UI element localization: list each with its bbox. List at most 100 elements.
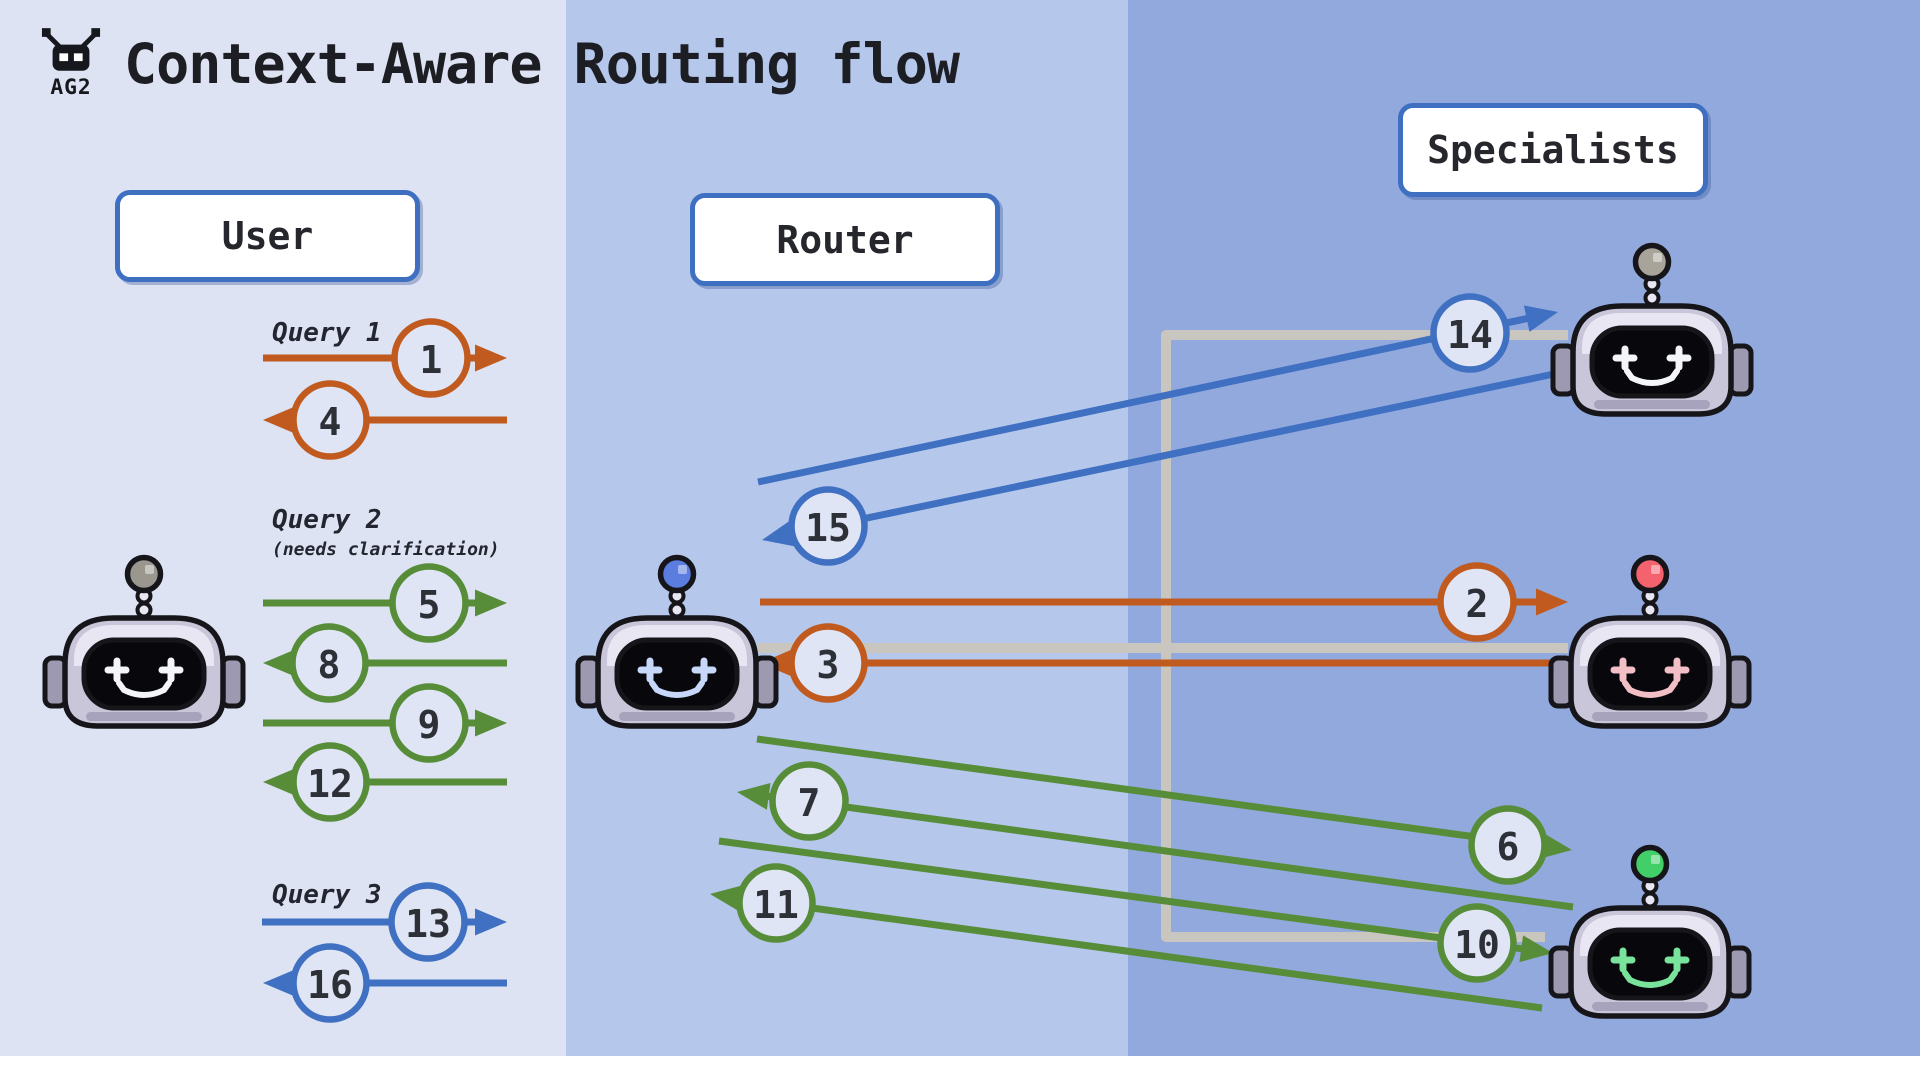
arrow-14-line [757, 313, 1536, 486]
message-step-badge-12 [290, 742, 370, 822]
specialist-robot-middle-antenna [1630, 554, 1670, 594]
arrow-16-head [263, 969, 295, 997]
arrow-15-head [762, 520, 797, 547]
arrow-11: 11 [710, 863, 1543, 1012]
arrow-13-head [475, 908, 507, 936]
message-step-number-10: 10 [1454, 923, 1500, 967]
specialist-robot-bottom-antenna [1630, 844, 1670, 884]
message-step-number-3: 3 [817, 643, 840, 687]
message-step-number-8: 8 [318, 643, 341, 687]
router-robot-icon [575, 554, 779, 729]
query-3-label: Query 3 [272, 880, 382, 910]
user-robot-antenna [124, 554, 164, 594]
router-robot-antenna [657, 554, 697, 594]
arrow-7: 7 [737, 761, 1574, 911]
user-robot-icon [42, 554, 246, 729]
query-3-block: Query 3 [272, 880, 382, 910]
specialists-lane-label: Specialists [1427, 128, 1679, 172]
message-step-number-12: 12 [307, 762, 353, 806]
message-step-number-7: 7 [798, 781, 821, 825]
arrow-1: 1 [263, 318, 507, 398]
message-step-number-13: 13 [405, 902, 451, 946]
arrow-5-head [475, 589, 507, 617]
arrow-14-head [1523, 305, 1558, 332]
message-step-badge-8 [289, 623, 369, 703]
router-lane-label-box: Router [690, 193, 1000, 286]
arrow-14: 14 [757, 293, 1558, 486]
message-step-badge-10 [1437, 903, 1517, 983]
message-step-number-2: 2 [1466, 582, 1489, 626]
arrow-10-line [718, 837, 1530, 954]
user-lane-label-box: User [115, 190, 420, 282]
query-2-label: Query 2 [272, 505, 382, 535]
context-connector-lines [757, 330, 1568, 942]
arrow-6-line [756, 735, 1549, 851]
message-step-number-6: 6 [1497, 825, 1520, 869]
message-step-badge-1 [391, 318, 471, 398]
arrow-12-head [263, 768, 295, 796]
page-title: Context-Aware Routing flow [124, 32, 960, 96]
user-lane-label: User [221, 214, 314, 258]
arrow-7-head [737, 782, 771, 810]
message-step-number-1: 1 [420, 338, 443, 382]
message-step-number-9: 9 [418, 703, 441, 747]
arrow-15: 15 [762, 366, 1574, 566]
specialist-robot-top-icon [1550, 242, 1754, 417]
message-step-badge-5 [389, 563, 469, 643]
arrow-13: 13 [262, 882, 507, 962]
arrow-2: 2 [760, 562, 1568, 642]
query-2-note: (needs clarification) [272, 539, 500, 560]
message-step-badge-13 [388, 882, 468, 962]
message-step-badge-15 [788, 486, 868, 566]
query-2-block: Query 2 (needs clarification) [272, 505, 500, 560]
message-step-badge-7 [769, 761, 849, 841]
arrow-10: 10 [718, 837, 1553, 983]
arrow-16: 16 [263, 943, 507, 1023]
arrow-3: 3 [760, 623, 1573, 703]
message-step-number-11: 11 [753, 883, 799, 927]
arrow-8-head [263, 649, 295, 677]
ag2-logo-text: AG2 [50, 75, 91, 100]
arrow-9-head [475, 709, 507, 737]
message-step-number-5: 5 [418, 583, 441, 627]
context-connector-0 [1161, 330, 1568, 942]
specialist-robot-top-antenna [1632, 242, 1672, 282]
arrow-2-head [1536, 588, 1568, 616]
bottom-margin-strip [0, 1056, 1920, 1080]
message-step-badge-2 [1437, 562, 1517, 642]
message-step-badge-4 [290, 380, 370, 460]
specialists-lane-label-box: Specialists [1398, 103, 1708, 197]
specialist-robot-bottom-icon [1548, 844, 1752, 1019]
arrow-5: 5 [263, 563, 507, 643]
arrow-1-head [475, 344, 507, 372]
arrow-15-line [784, 366, 1574, 539]
arrow-10-head [1519, 935, 1553, 963]
query-1-label: Query 1 [272, 318, 382, 348]
router-lane-label: Router [776, 217, 914, 262]
arrow-11-head [710, 884, 744, 912]
message-step-badge-16 [290, 943, 370, 1023]
arrow-8: 8 [263, 623, 507, 703]
query-1-block: Query 1 [272, 318, 382, 348]
arrow-7-line [760, 791, 1574, 911]
arrow-6: 6 [756, 735, 1572, 885]
arrow-12: 12 [263, 742, 507, 822]
message-step-number-15: 15 [805, 506, 851, 550]
user-lane-background [0, 0, 566, 1080]
message-step-badge-14 [1430, 293, 1510, 373]
ag2-logo-icon: AG2 [41, 28, 101, 100]
message-step-badge-3 [788, 623, 868, 703]
arrow-4: 4 [263, 380, 507, 460]
message-step-badge-9 [389, 683, 469, 763]
specialist-robot-middle-icon [1548, 554, 1752, 729]
message-step-number-16: 16 [307, 963, 353, 1007]
arrow-9: 9 [263, 683, 507, 763]
message-step-number-14: 14 [1447, 313, 1493, 357]
title-bar: AG2 Context-Aware Routing flow [40, 28, 960, 100]
message-step-badge-11 [736, 863, 816, 943]
message-step-number-4: 4 [319, 400, 342, 444]
message-step-badge-6 [1468, 805, 1548, 885]
arrow-4-head [263, 406, 295, 434]
